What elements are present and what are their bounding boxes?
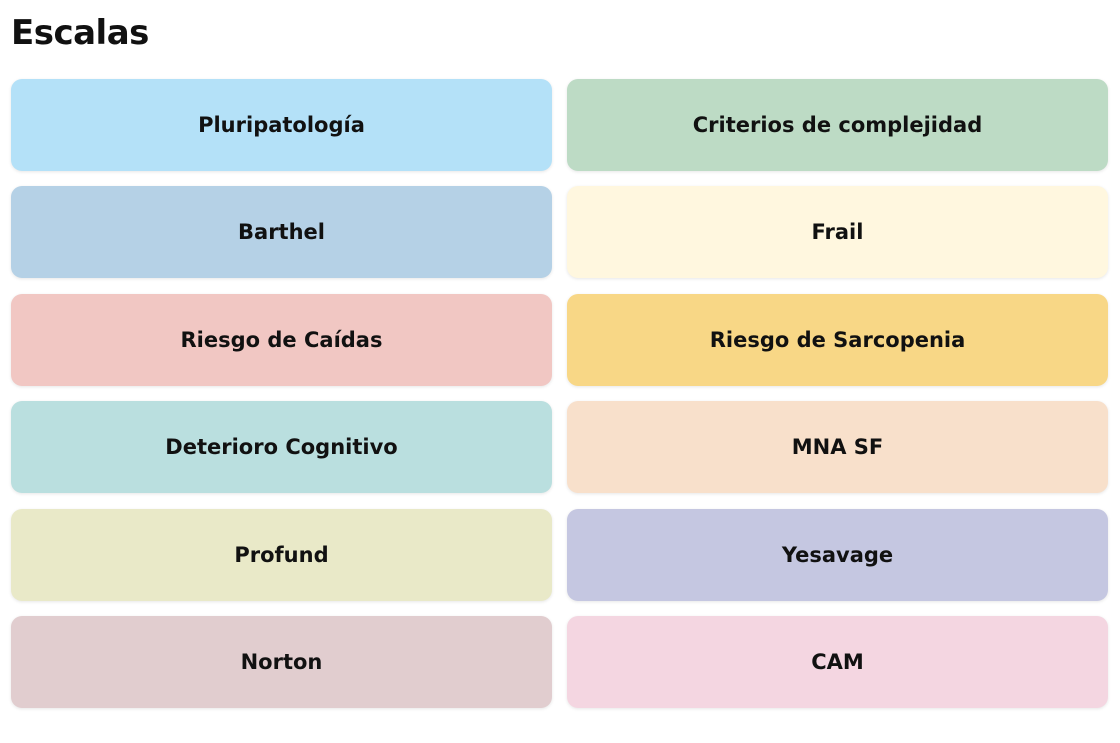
scale-button-label: Profund	[234, 542, 329, 567]
scale-button-label: Norton	[240, 649, 323, 674]
scale-button-label: Yesavage	[781, 542, 894, 567]
scale-button-norton[interactable]: Norton	[11, 615, 552, 708]
scale-button-cam[interactable]: CAM	[567, 615, 1108, 708]
scale-button-label: Riesgo de Sarcopenia	[709, 327, 966, 352]
scale-button-label: Riesgo de Caídas	[180, 327, 383, 352]
scale-button-label: Criterios de complejidad	[692, 113, 983, 137]
scale-button-label: Barthel	[238, 220, 325, 245]
scales-grid: Pluripatología Criterios de complejidad …	[11, 79, 1108, 708]
scale-button-label: CAM	[811, 649, 864, 674]
scale-button-deterioro-cognitivo[interactable]: Deterioro Cognitivo	[11, 401, 552, 494]
scale-button-frail[interactable]: Frail	[567, 186, 1108, 279]
scale-button-profund[interactable]: Profund	[11, 508, 552, 601]
scale-button-label: Deterioro Cognitivo	[165, 435, 398, 460]
page-title: Escalas	[11, 13, 149, 53]
scale-button-criterios-de-complejidad[interactable]: Criterios de complejidad	[567, 79, 1108, 171]
scale-button-yesavage[interactable]: Yesavage	[567, 508, 1108, 601]
scale-button-label: MNA SF	[791, 435, 884, 460]
scale-button-label: Frail	[811, 220, 864, 245]
scale-button-mna-sf[interactable]: MNA SF	[567, 401, 1108, 494]
scale-button-riesgo-de-sarcopenia[interactable]: Riesgo de Sarcopenia	[567, 293, 1108, 386]
scale-button-barthel[interactable]: Barthel	[11, 186, 552, 279]
scale-button-label: Pluripatología	[198, 113, 365, 137]
scale-button-pluripatologia[interactable]: Pluripatología	[11, 79, 552, 171]
scale-button-riesgo-de-caidas[interactable]: Riesgo de Caídas	[11, 293, 552, 386]
